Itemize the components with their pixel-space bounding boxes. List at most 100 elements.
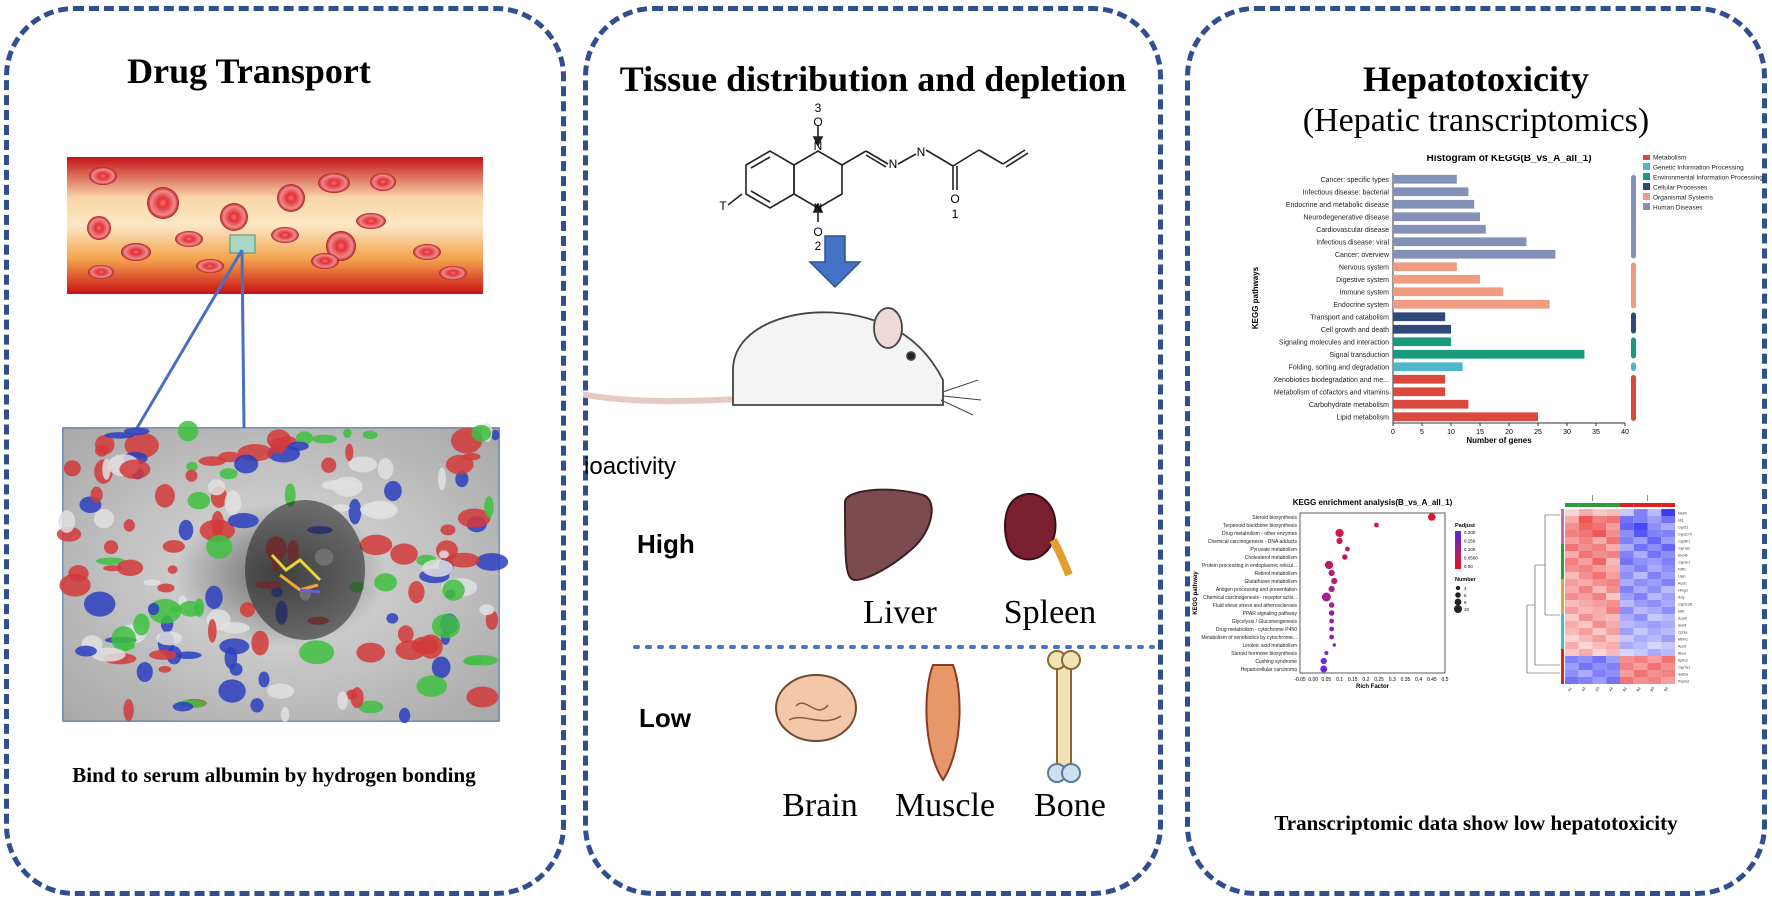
heatmap-cell [1620,516,1634,523]
liver-icon [843,488,933,582]
sample-group-strip [1578,503,1593,507]
surface-patch [103,540,119,555]
heatmap-column-label: B2 [1636,686,1642,692]
surface-patch [374,573,397,592]
enrichment-dot [1328,602,1335,608]
heatmap-cell [1578,579,1593,586]
heatmap-cell [1606,642,1620,649]
atom-label-o-top: O [813,115,822,129]
heatmap-cell [1578,642,1593,649]
heatmap-cell [1647,656,1662,663]
heatmap-cell [1647,600,1662,607]
surface-patch [343,428,352,439]
surface-patch [337,691,348,710]
legend-swatch [1643,155,1650,160]
surface-patch [471,424,492,442]
heatmap-cell [1647,565,1662,572]
heatmap-cell [1661,614,1675,621]
group-bracket [1631,312,1636,334]
heatmap-cell [1633,656,1648,663]
heatmap-cell [1620,572,1634,579]
row-group-strip [1561,509,1564,516]
heatmap-cell [1647,635,1662,642]
surface-patch [158,665,172,673]
surface-patch [311,434,337,444]
heatmap-cell [1647,642,1662,649]
enrichment-dot [1428,513,1436,521]
enrichment-dot [1335,528,1344,538]
heatmap-cell [1620,579,1634,586]
row-group-strip [1561,642,1564,649]
heatmap-cell [1565,572,1579,579]
heatmap-cell [1578,656,1593,663]
bar [1393,312,1446,322]
heatmap-cell [1620,600,1634,607]
heatmap-cell [1633,593,1648,600]
heatmap-cell [1647,628,1662,635]
enrichment-dot [1329,634,1335,640]
surface-patch [266,429,291,450]
heatmap-cell [1606,530,1620,537]
bar [1393,262,1457,272]
heatmap-cell [1565,642,1579,649]
heatmap-cell [1661,600,1675,607]
color-legend-bar [1455,531,1461,569]
atom-label-o-carbonyl: O [950,192,959,206]
surface-patch [457,508,491,528]
dot-chart-y-label: KEGG pathway [1193,571,1199,615]
surface-patch [83,591,116,617]
enrichment-dot [1328,585,1335,593]
surface-patch [133,613,150,636]
heatmap-cell [1633,600,1648,607]
legend-swatch [1643,173,1650,180]
bar-category-label: Cardiovascular disease [1316,227,1389,234]
group-bracket [1631,375,1636,421]
bar-chart-title: Histogram of KEGG(B_vs_A_all_1) [1426,155,1591,164]
heatmap-cell [1647,537,1662,544]
surface-patch [227,513,259,529]
heatmap-cell [1606,614,1620,621]
surface-patch [68,565,89,583]
surface-patch [485,610,499,630]
size-legend-tick: 10 [1464,607,1470,612]
heatmap-cell [1647,593,1662,600]
row-group-strip [1561,628,1564,635]
heatmap-cell [1565,670,1579,677]
row-group-strip [1561,516,1564,523]
legend-label: Cellular Processes [1653,185,1708,192]
bar [1393,287,1504,297]
vessel-tube [67,157,483,294]
heatmap-cell [1647,579,1662,586]
heatmap-cell [1620,642,1634,649]
heatmap-cell [1592,670,1607,677]
heatmap-row-label: Acot1 [1678,581,1687,585]
sample-group-strip [1606,503,1620,507]
heatmap-cell [1578,593,1593,600]
atom-label-2: 2 [815,239,822,253]
surface-patch [119,459,151,480]
heatmap-cell [1620,614,1634,621]
heatmap-cell [1647,572,1662,579]
legend-swatch [1643,163,1650,170]
dot-category-label: Drug metabolism - other enzymes [1222,531,1298,537]
legend-swatch [1643,183,1650,190]
heatmap-cell [1578,509,1593,516]
heatmap-cell [1647,670,1662,677]
heatmap-cell [1592,537,1607,544]
heatmap-cell [1565,607,1579,614]
heatmap-cell [1565,600,1579,607]
row-group-strip [1561,565,1564,572]
x-tick-label: -0.05 [1294,677,1306,683]
x-tick-label: 0.45 [1427,677,1437,683]
heatmap-column-label: A4 [1608,686,1614,692]
bar [1393,174,1457,184]
surface-patch [208,618,217,643]
surface-patch [431,656,451,679]
dot-chart-frame [1299,512,1446,674]
surface-patch [377,458,394,480]
bar-category-label: Signal transduction [1329,352,1389,359]
heatmap-row-label: Etfb [1678,609,1684,613]
heatmap-cell [1661,509,1675,516]
heatmap-row-label: Cyp2c70 [1678,532,1692,536]
size-legend-dot [1455,585,1461,591]
